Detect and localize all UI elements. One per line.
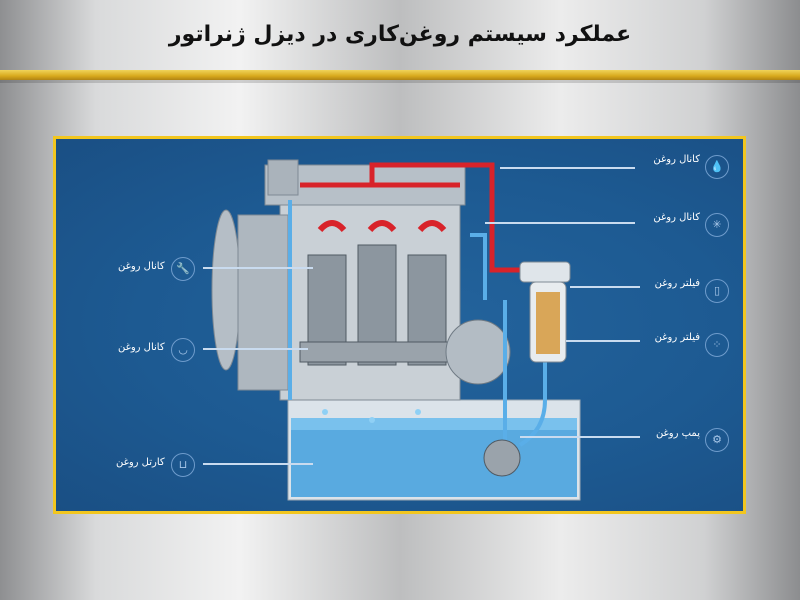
gold-divider [0, 70, 800, 80]
gear-icon: ⚙ [705, 428, 729, 452]
leader-line [500, 167, 635, 169]
leader-line [203, 463, 313, 465]
fan [211, 209, 241, 371]
snowflake-icon: ✳ [705, 213, 729, 237]
filter-cartridge-icon: ▯ [705, 279, 729, 303]
cool-oil-channel [288, 200, 547, 470]
label-oil-channel-2: کانال روغن [653, 212, 700, 223]
hot-oil-channel [300, 162, 540, 273]
label-left-oil-channel-2: کانال روغن [118, 342, 165, 353]
leader-line [485, 222, 635, 224]
label-oil-channel-1: کانال روغن [653, 154, 700, 165]
wrench-icon: 🔧 [171, 257, 195, 281]
leader-line [570, 286, 640, 288]
label-oil-pump: پمپ روغن [655, 428, 700, 439]
oil-tray-icon: ◡ [171, 338, 195, 362]
label-left-oil-channel-1: کانال روغن [118, 261, 165, 272]
particles-icon: ⁘ [705, 333, 729, 357]
label-oil-sump: کارتل روغن [116, 457, 165, 468]
oil-drops [322, 409, 421, 423]
leader-line [203, 267, 313, 269]
divider-shadow [0, 80, 800, 83]
leader-line [520, 436, 640, 438]
flywheel [445, 319, 511, 385]
pulley [237, 214, 289, 391]
label-oil-filter-2: فیلتر روغن [654, 332, 700, 343]
page-title: عملکرد سیستم روغن‌کاری در دیزل ژنراتور [168, 22, 632, 47]
leader-line [566, 340, 640, 342]
oil-pan-icon: ⊔ [171, 453, 195, 477]
leader-line [203, 348, 308, 350]
oil-pump [483, 439, 521, 477]
oil-drop-icon: 💧 [705, 155, 729, 179]
oil-filter-housing [519, 261, 571, 283]
label-oil-filter-1: فیلتر روغن [654, 278, 700, 289]
